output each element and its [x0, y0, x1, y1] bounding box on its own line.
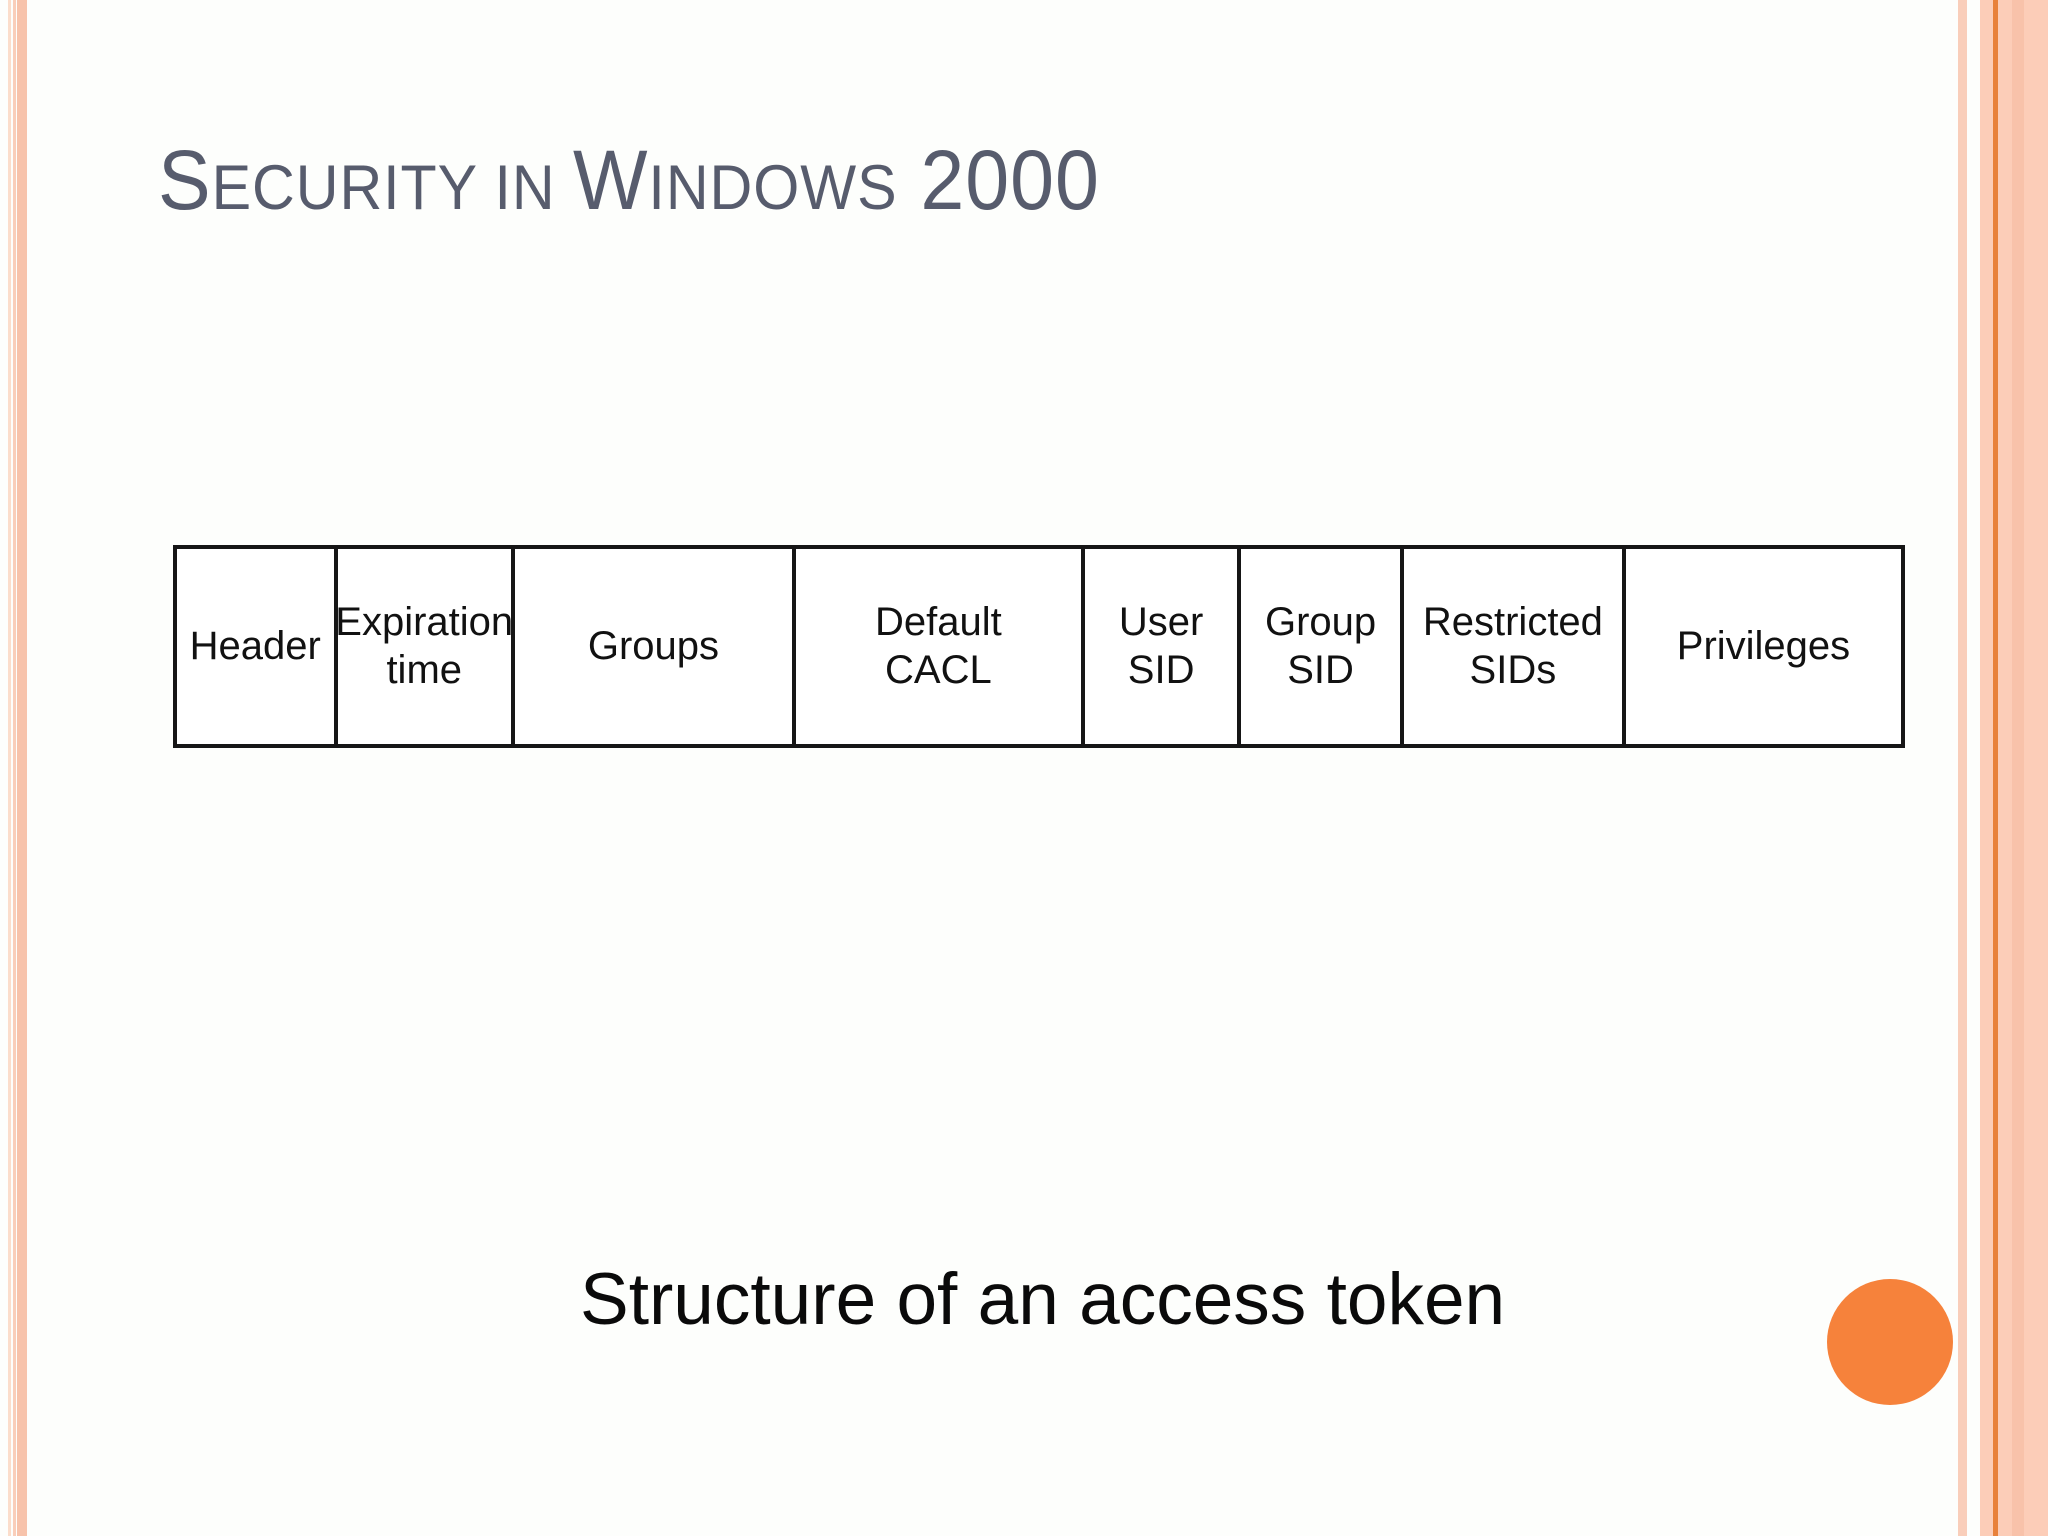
page-title: SECURITY IN WINDOWS 2000: [158, 132, 1100, 229]
token-field-label-line2: SID: [1127, 647, 1195, 692]
token-field-user-sid: User SID: [1080, 549, 1238, 744]
token-field-default-cacl: Default CACL: [791, 549, 1081, 744]
token-field-privileges: Privileges: [1622, 549, 1901, 744]
title-segment: ECURITY: [211, 153, 478, 223]
right-band-shade: [2012, 0, 2024, 1536]
token-field-groups: Groups: [510, 549, 792, 744]
left-stripe-middle: [13, 0, 16, 1536]
left-stripe-outer: [8, 0, 11, 1536]
right-band-accent-line: [1993, 0, 1998, 1536]
token-field-label-line2: time: [386, 647, 463, 692]
token-field-label: Restricted: [1422, 600, 1603, 645]
title-segment: 2000: [897, 133, 1100, 227]
orange-circle-decoration: [1827, 1279, 1953, 1405]
token-field-label: Groups: [587, 623, 719, 668]
access-token-diagram: Header Expiration time Groups Default CA…: [173, 545, 1905, 748]
left-stripe-inner: [17, 0, 27, 1536]
token-field-label: Header: [189, 623, 321, 668]
token-field-label: Expiration: [335, 600, 514, 645]
token-field-restricted-sids: Restricted SIDs: [1399, 549, 1622, 744]
title-segment: W: [572, 133, 649, 227]
diagram-caption: Structure of an access token: [580, 1259, 1506, 1340]
token-field-label: Privileges: [1676, 623, 1851, 668]
title-segment: IN: [477, 153, 573, 223]
token-field-expiration-time: Expiration time: [333, 549, 514, 744]
token-field-label-line2: SIDs: [1469, 647, 1557, 692]
right-stripe-thin: [1958, 0, 1967, 1536]
token-field-label-line2: SID: [1287, 647, 1354, 692]
token-field-label: User: [1118, 600, 1204, 645]
token-field-label-line2: CACL: [885, 647, 992, 692]
title-segment: INDOWS: [648, 153, 898, 223]
token-field-group-sid: Group SID: [1237, 549, 1399, 744]
title-segment: S: [158, 133, 212, 227]
token-field-label: Default: [875, 600, 1002, 645]
token-field-header: Header: [177, 549, 334, 744]
token-field-label: Group: [1265, 600, 1377, 645]
